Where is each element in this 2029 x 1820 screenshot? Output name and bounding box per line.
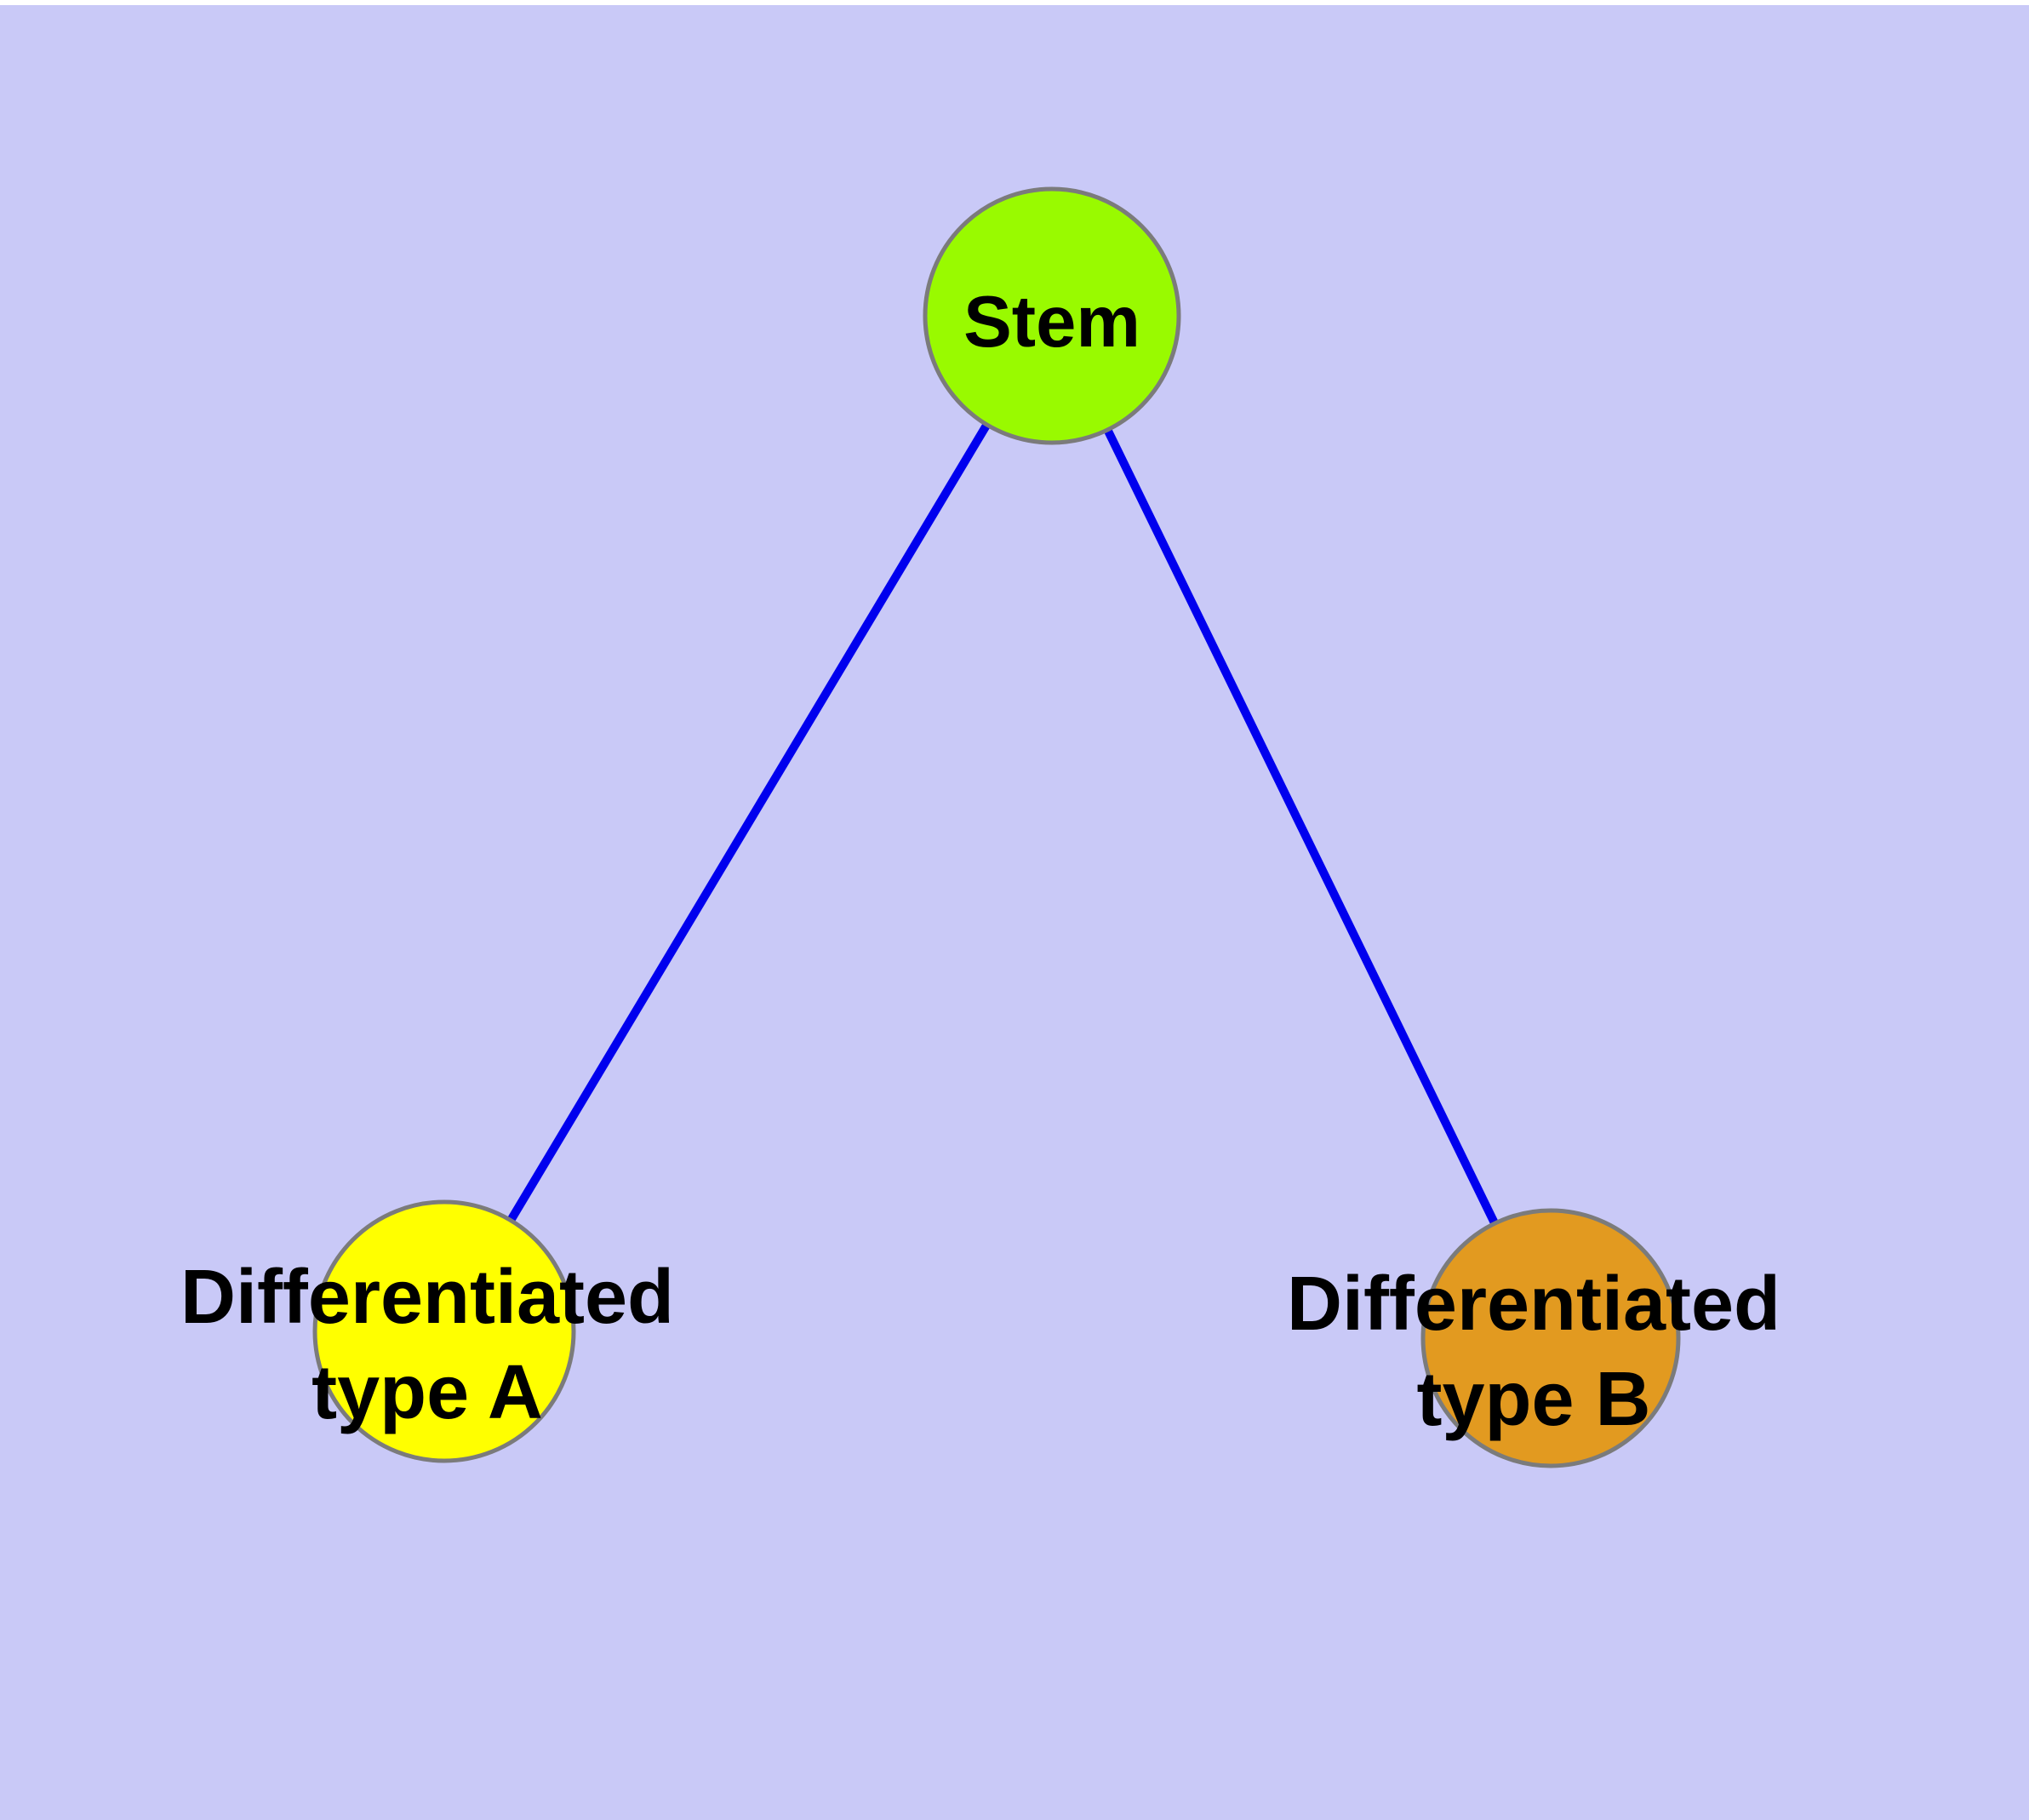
edge-stem-to-differentiated-type-a (440, 313, 1056, 1334)
edge-stem-to-differentiated-type-b (1048, 313, 1555, 1341)
node-circle-differentiated-type-a (312, 1199, 576, 1463)
node-label-stem-line-1: Stem (963, 282, 1140, 363)
node-label-differentiated-type-a-line-1: Differentiated (180, 1255, 674, 1340)
node-label-differentiated-type-b-line-1: Differentiated (1287, 1262, 1780, 1347)
node-circle-stem (923, 186, 1181, 445)
node-circle-differentiated-type-b (1420, 1208, 1681, 1468)
node-label-differentiated-type-a-line-2: type A (311, 1350, 543, 1435)
top-edge-strip (0, 0, 2029, 5)
node-label-differentiated-type-b-line-2: type B (1416, 1357, 1650, 1442)
